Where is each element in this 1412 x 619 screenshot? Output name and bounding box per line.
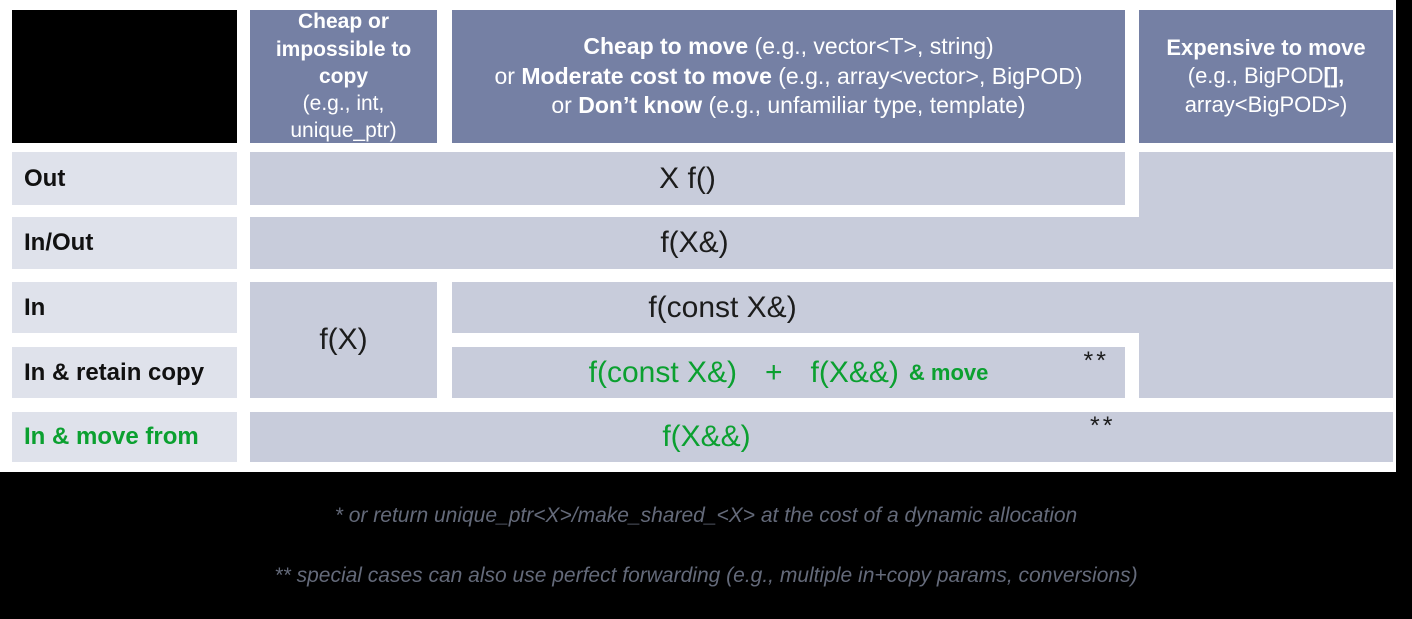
cell-in-by-value-formula: f(X) xyxy=(250,282,437,398)
footnote-perfect-forwarding: ** special cases can also use perfect fo… xyxy=(274,563,1138,587)
cell-out-formula: X f() xyxy=(250,152,1125,205)
header-line: Cheap to move (e.g., vector<T>, string) xyxy=(583,32,994,59)
move-from-formula: f(X&&) xyxy=(662,420,751,453)
cell-inout-formula: f(X&) xyxy=(250,217,1393,269)
cell-in-const-ref-formula: f(const X&) xyxy=(452,282,1393,333)
retain-rvalue-ref-formula: f(X&&) xyxy=(810,355,899,389)
plus-sign: + xyxy=(765,355,783,389)
header-line: array<BigPOD>) xyxy=(1184,91,1348,117)
header-line: Expensive to move xyxy=(1166,34,1366,60)
column-header-cheap-or-impossible-to-copy: Cheap or impossible to copy (e.g., int, … xyxy=(250,10,437,143)
right-black-border xyxy=(1396,0,1412,619)
corner-cell xyxy=(12,10,237,143)
cell-retain-copy-formula: f(const X&) + f(X&&) & move ** xyxy=(452,347,1125,398)
row-label-out: Out xyxy=(12,152,237,205)
column-header-cheap-or-moderate-to-move: Cheap to move (e.g., vector<T>, string) … xyxy=(452,10,1125,143)
double-asterisk-note: ** xyxy=(1083,347,1109,375)
footnote-dynamic-allocation: * or return unique_ptr<X>/make_shared_<X… xyxy=(334,503,1078,527)
row-label-in-retain-copy: In & retain copy xyxy=(12,347,237,398)
row-label-in: In xyxy=(12,282,237,333)
cell-move-from-formula: f(X&&) ** xyxy=(250,412,1393,462)
retain-const-ref-formula: f(const X&) xyxy=(588,355,737,389)
and-move-suffix: & move xyxy=(908,359,989,385)
double-asterisk-note: ** xyxy=(1090,412,1116,440)
row-label-in-move-from: In & move from xyxy=(12,412,237,462)
row-label-in-out: In/Out xyxy=(12,217,237,269)
header-line: or Moderate cost to move (e.g., array<ve… xyxy=(494,62,1083,89)
header-line: (e.g., BigPOD[], xyxy=(1187,63,1345,89)
column-header-expensive-to-move: Expensive to move (e.g., BigPOD[], array… xyxy=(1139,10,1393,143)
header-line: or Don’t know (e.g., unfamiliar type, te… xyxy=(551,92,1026,119)
footnotes-panel: * or return unique_ptr<X>/make_shared_<X… xyxy=(0,472,1412,619)
